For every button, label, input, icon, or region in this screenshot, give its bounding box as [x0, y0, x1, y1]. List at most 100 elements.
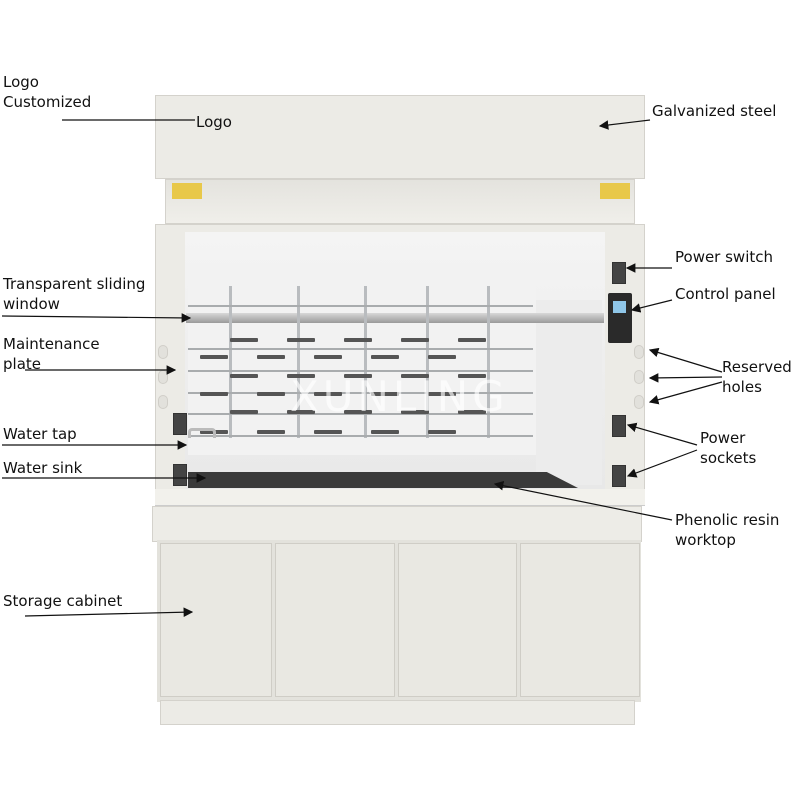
- label-maintenance-plate: Maintenance plate: [3, 334, 100, 374]
- label-line: window: [3, 295, 60, 313]
- label-line: sockets: [700, 449, 757, 467]
- control-panel[interactable]: [608, 293, 632, 343]
- vent-slot: [428, 392, 456, 396]
- vent-slot: [314, 430, 342, 434]
- vent-slot: [344, 338, 372, 342]
- reserved-hole: [634, 345, 644, 359]
- arrow-socket-2: [626, 449, 698, 478]
- arrow-window: [1, 313, 192, 323]
- rack-rod: [229, 286, 232, 438]
- label-power-sockets: Power sockets: [700, 428, 756, 468]
- warning-sticker-left: [172, 183, 202, 199]
- label-galvanized-steel: Galvanized steel: [652, 102, 777, 120]
- rack-rod: [297, 286, 300, 438]
- arrow-cabinet: [24, 607, 194, 617]
- vent-slot: [257, 355, 285, 359]
- arrow-control-panel: [630, 299, 673, 313]
- rack-rail: [188, 435, 533, 437]
- label-water-tap: Water tap: [3, 425, 77, 443]
- socket-left: [173, 413, 187, 435]
- arrow-hole-1: [648, 347, 723, 373]
- label-line: plate: [3, 355, 41, 373]
- arrow-hole-3: [648, 381, 723, 405]
- rack-rail: [188, 348, 533, 350]
- label-line: Transparent sliding: [3, 275, 146, 293]
- sliding-window-bar: [186, 313, 604, 323]
- water-tap: [188, 428, 216, 438]
- label-control-panel: Control panel: [675, 285, 776, 303]
- label-line: holes: [722, 378, 762, 396]
- vent-slot: [401, 374, 429, 378]
- label-line: Maintenance: [3, 335, 100, 353]
- arrow-galvanized: [598, 119, 651, 130]
- rack-rod: [426, 286, 429, 438]
- vent-slot: [371, 392, 399, 396]
- cabinet-door[interactable]: [398, 543, 517, 697]
- vent-slot: [230, 374, 258, 378]
- vent-slot: [287, 410, 315, 414]
- rack-rod: [364, 286, 367, 438]
- rack-rail: [188, 370, 533, 372]
- power-socket[interactable]: [612, 415, 626, 437]
- label-line: Customized: [3, 93, 92, 111]
- vent-slot: [200, 355, 228, 359]
- arrow-worktop: [493, 480, 673, 521]
- vent-slot: [371, 355, 399, 359]
- vent-slot: [344, 410, 372, 414]
- side-wall: [536, 300, 602, 485]
- vent-slot: [428, 355, 456, 359]
- vent-slot: [458, 410, 486, 414]
- cabinet-door[interactable]: [275, 543, 395, 697]
- power-socket[interactable]: [612, 465, 626, 487]
- reserved-hole: [634, 370, 644, 384]
- label-phenolic-worktop: Phenolic resin worktop: [675, 510, 779, 550]
- label-storage-cabinet: Storage cabinet: [3, 592, 123, 610]
- vent-slot: [344, 374, 372, 378]
- base-frame: [152, 506, 642, 542]
- arrow-socket-1: [626, 422, 698, 446]
- label-line: worktop: [675, 531, 736, 549]
- cabinet-door[interactable]: [160, 543, 272, 697]
- worktop-ledge: [155, 489, 645, 506]
- plinth: [160, 700, 635, 725]
- watermark: XUNLING: [290, 372, 509, 421]
- label-water-sink: Water sink: [3, 459, 83, 477]
- vent-slot: [458, 374, 486, 378]
- vent-slot: [428, 430, 456, 434]
- arrow-hole-2: [648, 373, 723, 383]
- label-sliding-window: Transparent sliding window: [3, 274, 145, 314]
- vent-slot: [200, 392, 228, 396]
- label-reserved-holes: Reserved holes: [722, 357, 792, 397]
- vent-slot: [401, 338, 429, 342]
- label-line: Power: [700, 429, 746, 447]
- rack-rail: [188, 413, 533, 415]
- rack-rod: [487, 286, 490, 438]
- rack-rail: [188, 305, 533, 307]
- hood-bevel: [165, 179, 635, 224]
- vent-slot: [314, 392, 342, 396]
- label-power-switch: Power switch: [675, 248, 774, 266]
- socket-left: [173, 464, 187, 486]
- vent-slot: [314, 355, 342, 359]
- vent-slot: [230, 410, 258, 414]
- vent-slot: [287, 374, 315, 378]
- reserved-hole-left: [158, 395, 168, 409]
- label-line: Reserved: [722, 358, 792, 376]
- power-switch-icon[interactable]: [612, 262, 626, 284]
- reserved-hole: [634, 395, 644, 409]
- reserved-hole-left: [158, 345, 168, 359]
- vent-slot: [257, 430, 285, 434]
- vent-slot: [371, 430, 399, 434]
- vent-slot: [401, 410, 429, 414]
- label-logo: Logo: [196, 113, 232, 131]
- vent-slot: [257, 392, 285, 396]
- label-line: Phenolic resin: [675, 511, 780, 529]
- hood-top-panel: [155, 95, 645, 179]
- vent-slot: [458, 338, 486, 342]
- cabinet-door[interactable]: [520, 543, 640, 697]
- rack-rail: [188, 392, 533, 394]
- water-sink: [188, 472, 578, 488]
- warning-sticker-right: [600, 183, 630, 199]
